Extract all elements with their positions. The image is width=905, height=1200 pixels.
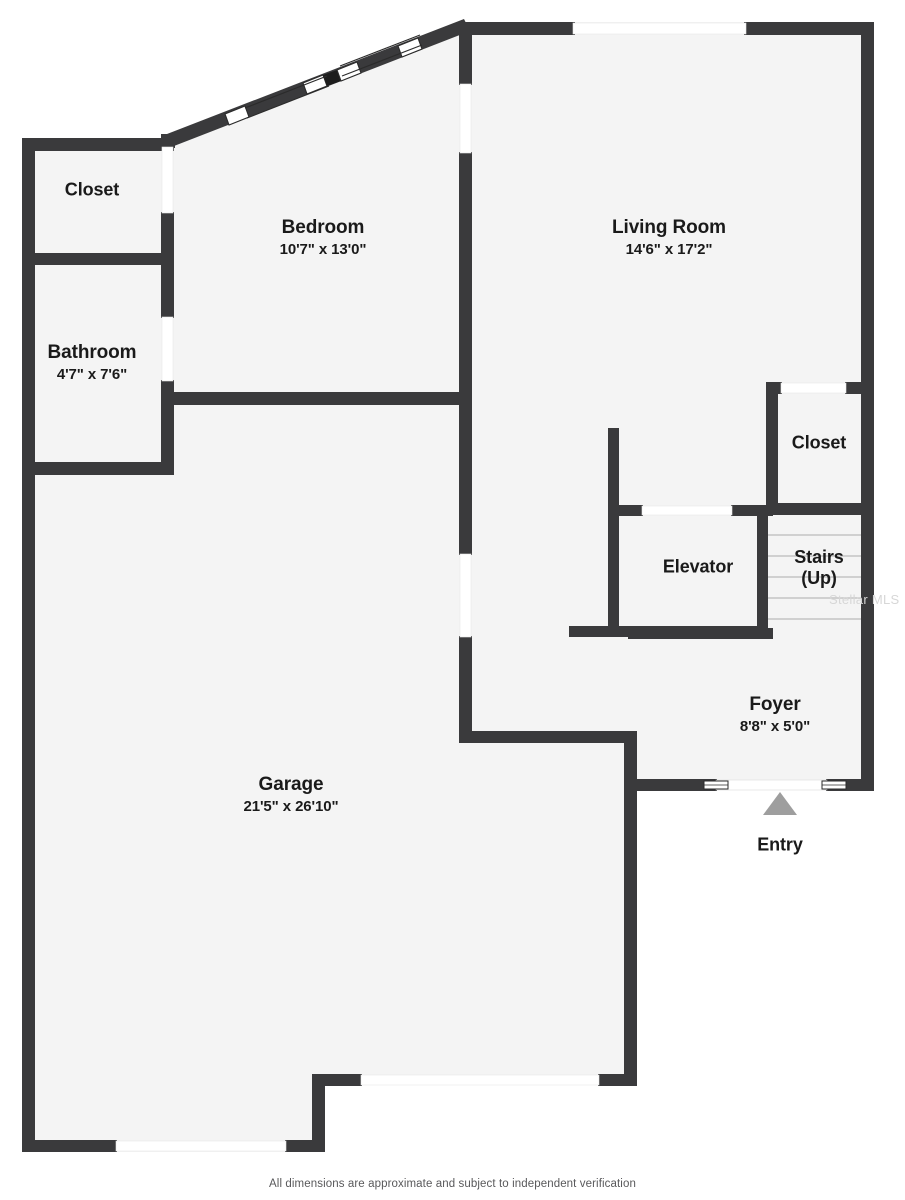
slider-panel-line-1 — [244, 75, 328, 109]
wall-left-exterior-upper — [22, 138, 35, 474]
wall-bathroom-right-upper — [161, 253, 174, 318]
wall-right-exterior-stairs — [861, 514, 874, 640]
floor-closet-right — [766, 382, 874, 514]
wall-garage-bottom-left-stub — [22, 1140, 117, 1152]
wall-bedroom-bottom — [167, 392, 472, 405]
wall-closet-right-top-left — [766, 382, 782, 394]
sliding-glass-door-bedroom — [224, 34, 423, 126]
floor-elevator — [614, 514, 766, 636]
floor-closet-upper-left — [22, 140, 170, 255]
slider-jamb-mid-right — [336, 61, 362, 82]
wall-garage-right-exterior — [624, 740, 637, 1085]
wall-right-exterior-closet — [861, 382, 874, 514]
wall-right-exterior-upper — [861, 22, 874, 382]
doorway-closet-upper-left — [161, 146, 174, 214]
garage-door-lower — [115, 1140, 287, 1152]
openings — [115, 22, 847, 1152]
doorway-closet-right — [780, 382, 847, 394]
floor-foyer — [632, 636, 874, 790]
slider-panel-line-3 — [339, 34, 421, 67]
wall-living-top-left — [462, 22, 575, 35]
wall-joint-bedroom-left — [161, 134, 175, 148]
garage-door-step — [360, 1074, 600, 1086]
stair-treads — [768, 534, 873, 620]
slider-jamb-mid-dark — [323, 70, 341, 86]
wall-closet-top — [22, 138, 174, 151]
wall-closet-right-top-right — [845, 382, 874, 394]
wall-closet-bathroom-divider — [22, 253, 174, 265]
wall-garage-step-right-stub — [598, 1074, 637, 1086]
wall-elevator-top-right — [731, 505, 773, 516]
entry-direction-marker-triangle — [763, 792, 797, 815]
wall-central-vertical-seg1 — [459, 22, 472, 85]
wall-closet-right-lower — [161, 212, 174, 265]
entry-door-opening — [715, 779, 828, 791]
wall-bathroom-bottom — [22, 462, 174, 475]
wall-central-vertical-seg2 — [459, 152, 472, 555]
wall-garage-left-exterior — [22, 462, 35, 1152]
wall-central-vertical-seg3 — [459, 636, 472, 740]
floor-fills — [22, 22, 874, 1152]
wall-garage-bottom-left-right-stub — [285, 1140, 325, 1152]
doorway-bedroom-living-upper — [459, 83, 472, 154]
doorway-elevator — [641, 505, 733, 516]
wall-foyer-bottom-left — [624, 779, 717, 791]
doorway-bathroom — [161, 316, 174, 382]
wall-garage-step-left-stub — [312, 1074, 362, 1086]
slider-panel-line-4 — [341, 44, 423, 77]
walls — [22, 19, 874, 1152]
slider-panel-line-2 — [246, 85, 330, 119]
wall-elevator-top-left — [608, 505, 643, 516]
disclaimer-text: All dimensions are approximate and subje… — [269, 1178, 636, 1190]
entry-door-assembly — [703, 780, 847, 815]
window-living-room-top — [572, 22, 747, 35]
wall-closet-right-left — [766, 382, 778, 514]
wall-elevator-right — [757, 505, 768, 636]
wall-closet-right-bottom — [766, 503, 874, 515]
wall-living-top-right — [744, 22, 874, 35]
wall-garage-foyer-horizontal — [459, 731, 637, 743]
wall-right-exterior-foyer — [861, 636, 874, 790]
wall-elevator-left — [608, 428, 619, 636]
wall-foyer-top — [628, 628, 773, 639]
doorway-garage-living — [459, 553, 472, 638]
floor-garage — [22, 400, 632, 1152]
stellar-mls-watermark: Stellar MLS — [829, 592, 900, 607]
wall-garage-notch-vertical — [312, 1074, 325, 1152]
